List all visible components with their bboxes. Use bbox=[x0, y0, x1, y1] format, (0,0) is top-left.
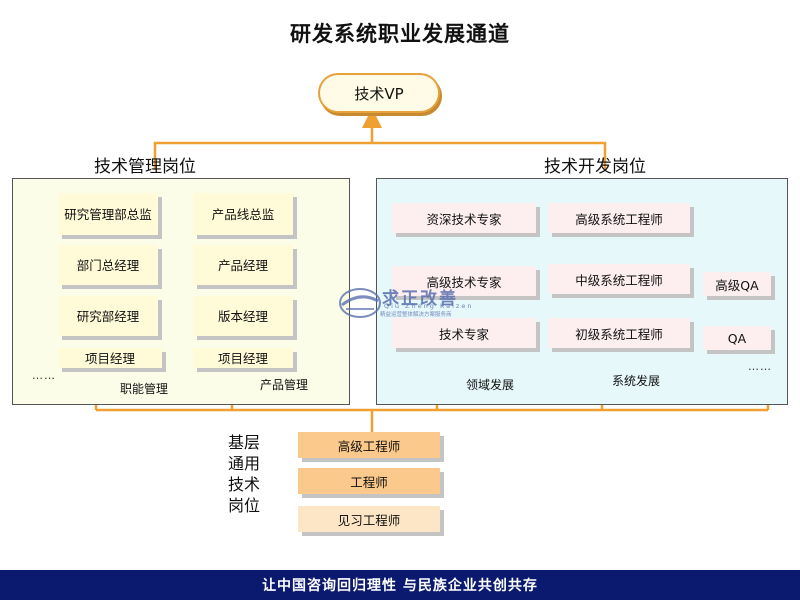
watermark-subtext: Qiu Zheng Kaizen bbox=[384, 302, 474, 310]
management-box: 产品线总监 bbox=[193, 193, 293, 235]
basic-label-line: 基层 bbox=[228, 433, 261, 452]
management-box: 研究管理部总监 bbox=[58, 193, 158, 235]
footer-slogan: 让中国咨询回归理性 与民族企业共创共存 bbox=[262, 578, 538, 594]
basic-box-senior-engineer: 高级工程师 bbox=[298, 432, 440, 458]
development-box: 高级QA bbox=[703, 272, 771, 296]
development-box: 技术专家 bbox=[392, 318, 536, 348]
development-box: QA bbox=[703, 326, 771, 350]
development-box: 高级系统工程师 bbox=[548, 203, 690, 233]
management-box: 部门总经理 bbox=[58, 245, 158, 285]
management-box: 项目经理 bbox=[58, 348, 162, 368]
footer-bar: 让中国咨询回归理性 与民族企业共创共存 bbox=[0, 570, 800, 600]
watermark-text: 求正改善 bbox=[382, 289, 458, 309]
top-connector-line bbox=[153, 141, 607, 170]
track-label-system: 系统发展 bbox=[612, 374, 661, 388]
basic-label-line: 岗位 bbox=[228, 496, 261, 515]
management-box: 版本经理 bbox=[193, 296, 293, 336]
page-title: 研发系统职业发展通道 bbox=[290, 22, 510, 46]
track-label-product: 产品管理 bbox=[260, 378, 309, 392]
basic-label-line: 通用 bbox=[228, 454, 261, 473]
track-label-functional: 职能管理 bbox=[120, 382, 169, 396]
basic-box-engineer: 工程师 bbox=[298, 468, 440, 494]
development-box: 高级技术专家 bbox=[392, 266, 536, 296]
watermark-logo-icon bbox=[339, 288, 381, 318]
vp-box: 技术VP bbox=[318, 73, 440, 113]
basic-label: 基层 通用 技术 岗位 bbox=[228, 432, 260, 516]
development-box: 初级系统工程师 bbox=[548, 318, 690, 348]
development-label: 技术开发岗位 bbox=[544, 157, 646, 177]
basic-label-line: 技术 bbox=[228, 475, 261, 494]
management-label: 技术管理岗位 bbox=[94, 157, 196, 177]
track-label-domain: 领域发展 bbox=[466, 378, 515, 392]
basic-box-trainee-engineer: 见习工程师 bbox=[298, 506, 440, 532]
management-box: 项目经理 bbox=[193, 348, 293, 368]
management-box: 产品经理 bbox=[193, 245, 293, 285]
development-box: 中级系统工程师 bbox=[548, 264, 690, 294]
watermark-tagline: 精益运营整体解决方案服务商 bbox=[380, 312, 452, 318]
development-more-dots: …… bbox=[748, 360, 772, 373]
management-box: 研究部经理 bbox=[58, 296, 158, 336]
management-more-dots: …… bbox=[32, 369, 56, 382]
development-box: 资深技术专家 bbox=[392, 203, 536, 233]
